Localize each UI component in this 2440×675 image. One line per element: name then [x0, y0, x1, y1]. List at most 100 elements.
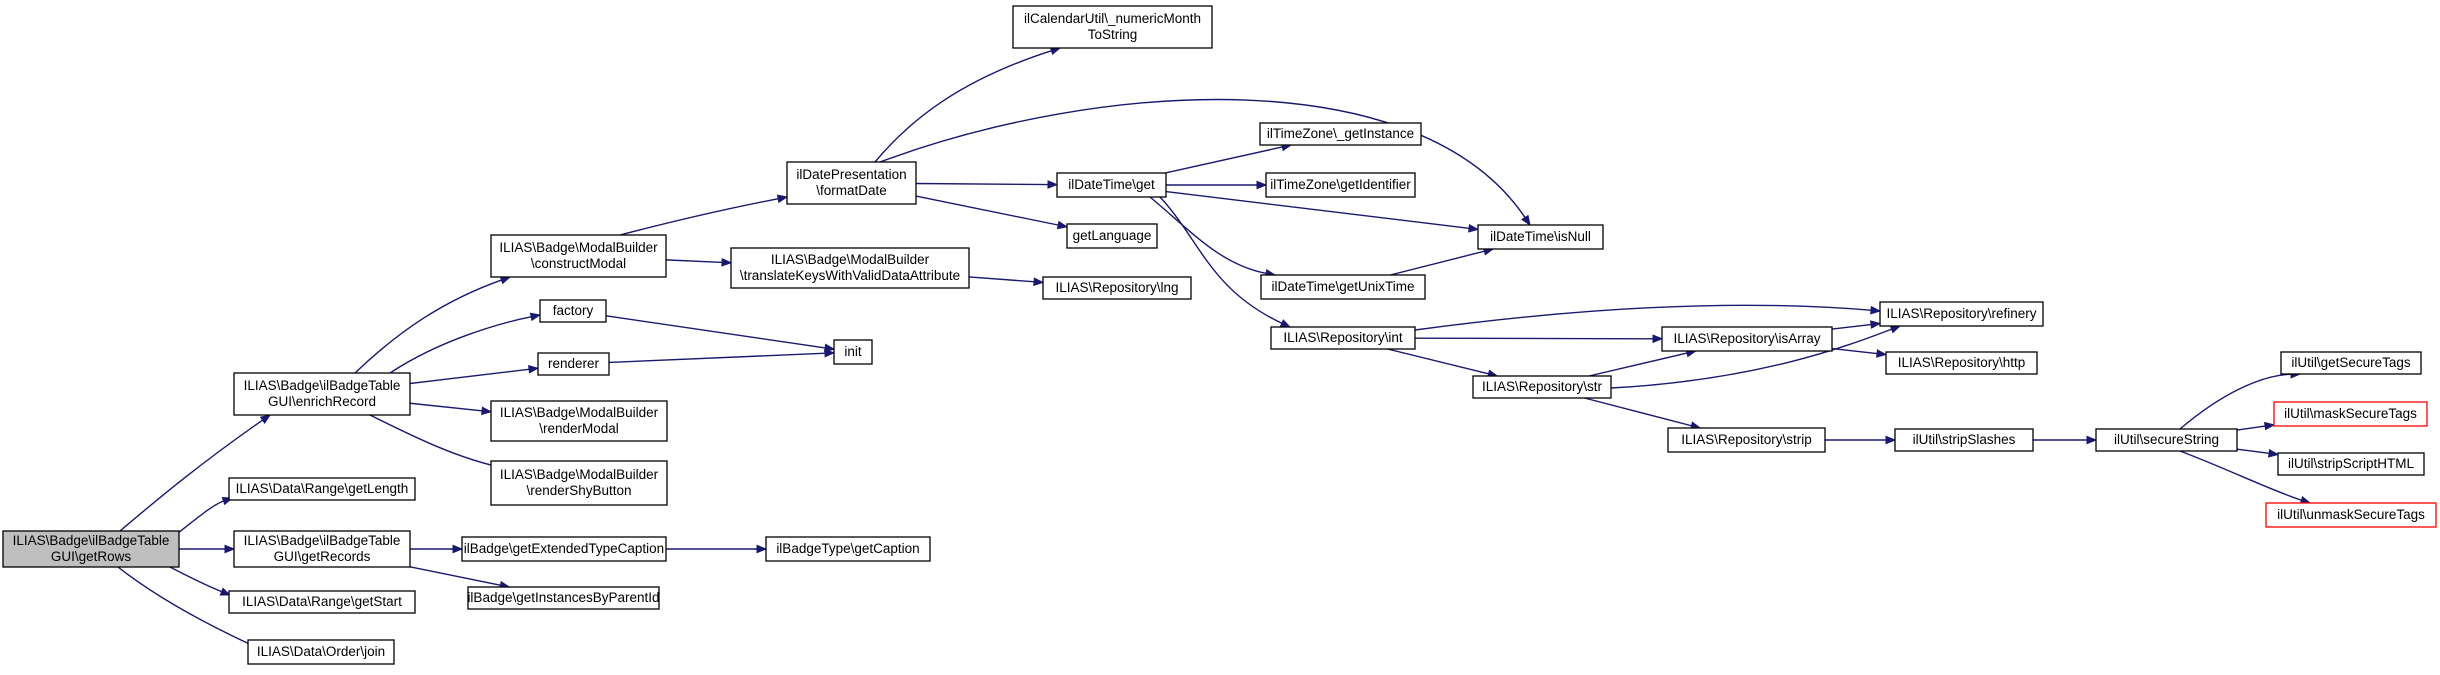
edge-arrow	[2236, 421, 2276, 431]
edge-arrow	[1149, 196, 1277, 278]
graph-node[interactable]: ilUtil\stripSlashes	[1894, 428, 2034, 452]
graph-node[interactable]: ilDateTime\isNull	[1477, 224, 1604, 250]
node-label: ilUtil\maskSecureTags	[2284, 406, 2417, 421]
nodes-layer: ILIAS\Badge\ilBadgeTableGUI\getRowsILIAS…	[2, 5, 2437, 665]
node-label: ilCalendarUtil\_numericMonth	[1024, 11, 1201, 26]
node-label: ILIAS\Badge\ModalBuilder	[499, 240, 658, 255]
graph-node[interactable]: ILIAS\Badge\ModalBuilder\renderShyButton	[490, 460, 668, 506]
node-label: ILIAS\Badge\ModalBuilder	[500, 467, 659, 482]
edge-arrow	[1831, 320, 1882, 330]
graph-node[interactable]: factory	[539, 299, 607, 323]
node-label: \renderShyButton	[526, 483, 631, 498]
edge-arrow	[409, 566, 511, 590]
edge-arrow	[179, 544, 236, 554]
node-label: ilUtil\getSecureTags	[2291, 355, 2411, 370]
edge-arrow	[1165, 190, 1480, 233]
node-label: ILIAS\Repository\lng	[1055, 280, 1178, 295]
node-label: ILIAS\Badge\ModalBuilder	[500, 405, 659, 420]
node-label: ilBadgeType\getCaption	[776, 541, 919, 556]
edge-arrow	[2033, 435, 2098, 445]
node-label: ILIAS\Repository\int	[1283, 330, 1403, 345]
edges-layer	[117, 46, 2312, 649]
edge-arrow	[1387, 348, 1499, 378]
graph-node[interactable]: ilBadge\getInstancesByParentId	[467, 586, 660, 610]
node-label: ilTimeZone\_getInstance	[1267, 126, 1414, 141]
edge-arrow	[1165, 142, 1293, 174]
graph-node[interactable]: ILIAS\Badge\ModalBuilder\constructModal	[490, 234, 667, 278]
edge-arrow	[1831, 347, 1888, 358]
edge-arrow	[619, 194, 789, 236]
node-label: ilBadge\getInstancesByParentId	[467, 590, 659, 605]
edge-arrow	[1414, 304, 1882, 331]
graph-node[interactable]: ilBadgeType\getCaption	[765, 536, 931, 562]
node-label: ToString	[1088, 27, 1138, 42]
node-label: ilTimeZone\getIdentifier	[1270, 177, 1411, 192]
graph-node[interactable]: init	[833, 339, 873, 365]
edge-arrow	[177, 497, 234, 534]
node-label: ILIAS\Repository\strip	[1681, 432, 1812, 447]
graph-node[interactable]: ILIAS\Badge\ModalBuilder\translateKeysWi…	[730, 247, 970, 289]
node-label: GUI\getRecords	[274, 549, 371, 564]
graph-node[interactable]: ilUtil\secureString	[2095, 428, 2238, 452]
node-label: ILIAS\Badge\ilBadgeTable	[244, 378, 401, 393]
graph-node[interactable]: ILIAS\Repository\lng	[1042, 276, 1192, 300]
graph-node[interactable]: renderer	[537, 352, 610, 376]
node-label: ilDatePresentation	[796, 167, 906, 182]
graph-node[interactable]: ilUtil\maskSecureTags	[2273, 401, 2428, 427]
edge-arrow	[354, 276, 512, 374]
edge-arrow	[879, 98, 1531, 227]
node-label: ILIAS\Badge\ModalBuilder	[771, 252, 930, 267]
node-label: ILIAS\Repository\isArray	[1673, 331, 1820, 346]
edge-arrow	[389, 312, 542, 374]
graph-node[interactable]: ILIAS\Repository\str	[1472, 375, 1612, 399]
node-label: \renderModal	[539, 421, 619, 436]
graph-node[interactable]: ilTimeZone\getIdentifier	[1265, 172, 1416, 198]
graph-node[interactable]: getLanguage	[1066, 223, 1158, 249]
graph-node[interactable]: ILIAS\Data\Order\join	[247, 639, 395, 665]
graph-node[interactable]: ILIAS\Data\Range\getLength	[228, 477, 416, 501]
graph-node[interactable]: ilUtil\getSecureTags	[2280, 351, 2422, 375]
graph-node[interactable]: ILIAS\Repository\strip	[1667, 427, 1826, 453]
graph-node[interactable]: ilUtil\stripScriptHTML	[2277, 452, 2425, 476]
graph-node[interactable]: ILIAS\Repository\isArray	[1661, 326, 1833, 352]
edge-arrow	[608, 348, 836, 364]
graph-node[interactable]: ilTimeZone\_getInstance	[1259, 122, 1422, 146]
graph-node[interactable]: ILIAS\Repository\http	[1885, 351, 2038, 375]
graph-node[interactable]: ILIAS\Data\Range\getStart	[228, 590, 416, 614]
node-label: ILIAS\Data\Range\getStart	[242, 594, 402, 609]
graph-node[interactable]: ilDatePresentation\formatDate	[786, 161, 917, 205]
node-label: ILIAS\Repository\str	[1482, 379, 1603, 394]
node-label: ilDateTime\get	[1068, 177, 1155, 192]
edge-arrow	[119, 414, 272, 532]
graph-node[interactable]: ilDateTime\getUnixTime	[1260, 274, 1426, 300]
node-label: GUI\getRows	[51, 549, 132, 564]
edge-arrow	[915, 180, 1059, 189]
edge-arrow	[968, 276, 1045, 287]
graph-node[interactable]: ILIAS\Repository\int	[1270, 326, 1416, 350]
node-label: \formatDate	[816, 183, 887, 198]
node-label: ilUtil\stripSlashes	[1913, 432, 2016, 447]
graph-node[interactable]: ilUtil\unmaskSecureTags	[2265, 502, 2437, 528]
node-label: ILIAS\Repository\http	[1898, 355, 2026, 370]
graph-node[interactable]: ILIAS\Badge\ModalBuilder\renderModal	[490, 400, 668, 442]
graph-node[interactable]: ilBadge\getExtendedTypeCaption	[461, 536, 667, 562]
edge-arrow	[1414, 334, 1664, 344]
edge-arrow	[1825, 435, 1897, 445]
node-label: ilUtil\secureString	[2114, 432, 2219, 447]
node-label: \translateKeysWithValidDataAttribute	[740, 268, 960, 283]
node-label: ILIAS\Badge\ilBadgeTable	[13, 533, 170, 548]
edge-arrow	[1159, 196, 1292, 328]
node-label: init	[844, 344, 862, 359]
edge-arrow	[666, 544, 768, 554]
edge-arrow	[169, 566, 232, 596]
graph-node[interactable]: ilDateTime\get	[1056, 172, 1167, 198]
node-label: ilUtil\stripScriptHTML	[2288, 456, 2415, 471]
node-label: ILIAS\Repository\refinery	[1886, 306, 2036, 321]
graph-node[interactable]: ILIAS\Repository\refinery	[1879, 301, 2044, 327]
node-label: renderer	[548, 356, 600, 371]
